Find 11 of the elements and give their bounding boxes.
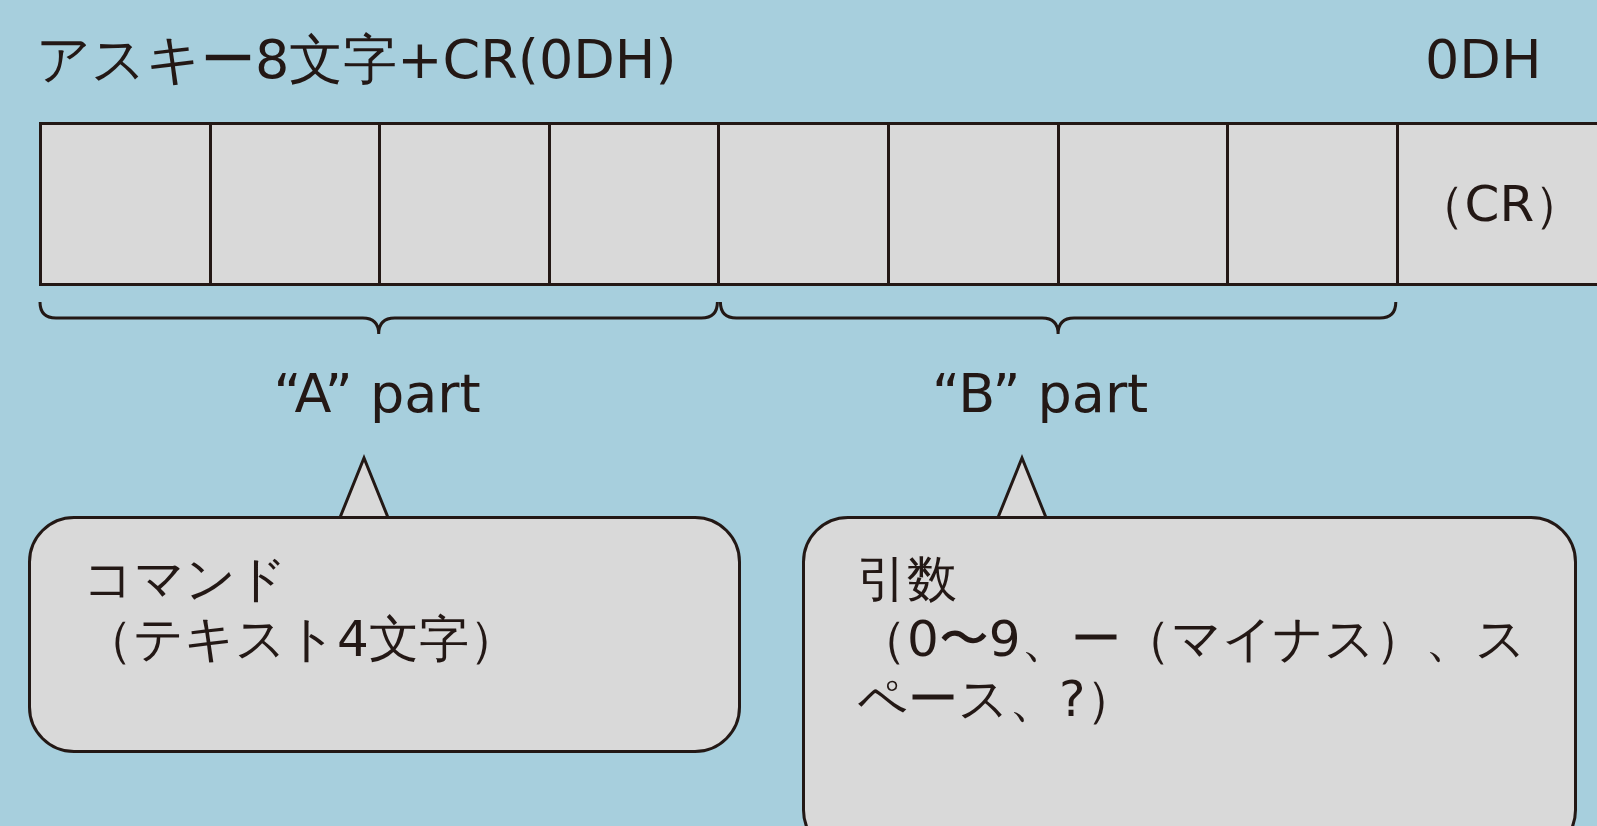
bubble-heading: コマンド (83, 549, 288, 609)
cell-text: （CR） (1414, 174, 1585, 234)
title: アスキー8文字+CR(0DH) (36, 28, 677, 93)
bubble-text: （0〜9、ー（マイナス）、スペース、?） (857, 609, 1527, 729)
speech-bubble (802, 516, 1577, 826)
part-label: “B” part (932, 362, 1149, 427)
speech-bubble (28, 516, 741, 753)
bubble-heading: 引数 (857, 549, 958, 609)
part-label: “A” part (273, 362, 481, 427)
bubble-text: （テキスト4文字） (83, 609, 520, 669)
byte-label: 0DH (1425, 28, 1542, 93)
